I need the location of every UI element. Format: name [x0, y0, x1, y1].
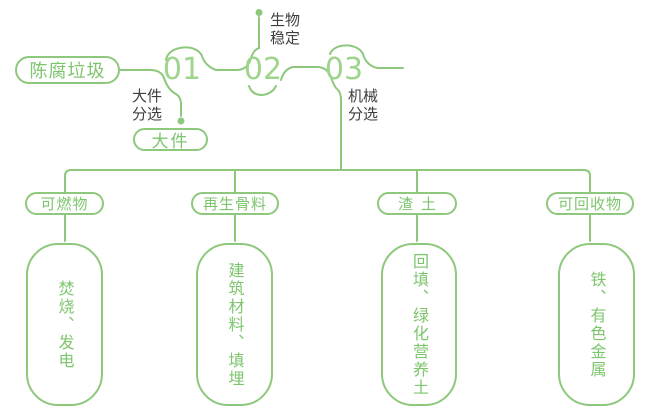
bio-stabilization-dot — [255, 9, 263, 16]
line-03-to-branch-bus — [330, 76, 342, 171]
line-02-to-03 — [280, 66, 332, 81]
category-label: 可回收物 — [557, 195, 622, 213]
category-label: 再生骨料 — [202, 195, 267, 213]
output-node-label: 大件 — [151, 132, 190, 152]
detail-box-recycled-aggregate: 建筑材料、填埋 — [196, 243, 273, 406]
detail-box-combustibles: 焚烧、发电 — [26, 243, 103, 406]
detail-text: 建筑材料、填埋 — [225, 261, 245, 388]
category-node-combustibles: 可燃物 — [25, 192, 104, 215]
step-label-bulky-sorting: 大件分选 — [132, 87, 163, 123]
detail-text: 焚烧、发电 — [55, 279, 75, 370]
line-03-tail — [329, 44, 404, 69]
large-item-dot — [177, 117, 185, 125]
source-node-label: 陈腐垃圾 — [29, 61, 106, 82]
line-01-to-02-bio — [165, 16, 260, 71]
step-number-03: 03 — [324, 52, 364, 87]
detail-box-slag-soil: 回填、绿化营养土 — [381, 243, 457, 406]
output-node-bulky-items: 大件 — [133, 128, 208, 152]
source-node-aged-waste: 陈腐垃圾 — [15, 56, 120, 84]
step-number-02: 02 — [243, 52, 283, 87]
detail-text: 回填、绿化营养土 — [410, 252, 429, 397]
step-label-mechanical-sorting: 机械分选 — [348, 87, 379, 123]
step-label-bio-stabilization: 生物稳定 — [270, 11, 301, 47]
category-label: 可燃物 — [40, 195, 89, 213]
category-node-recyclables: 可回收物 — [546, 192, 634, 215]
line-source-to-01 — [119, 69, 165, 79]
category-node-recycled-aggregate: 再生骨料 — [191, 192, 279, 215]
branch-bus — [64, 169, 591, 193]
category-node-slag-soil: 渣土 — [377, 192, 457, 215]
line-01-to-large-item — [163, 77, 182, 117]
arc-under-02 — [248, 85, 277, 97]
detail-box-recyclables: 铁、有色金属 — [558, 243, 635, 406]
step-number-01: 01 — [162, 52, 202, 87]
category-label: 渣土 — [397, 195, 444, 213]
detail-text: 铁、有色金属 — [587, 270, 607, 379]
